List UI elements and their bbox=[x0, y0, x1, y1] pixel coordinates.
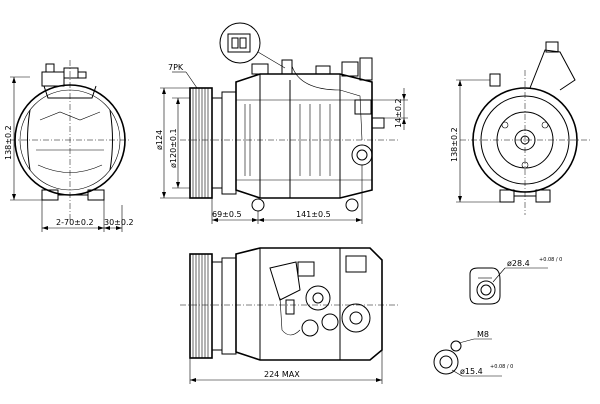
max-length-label: 224 MAX bbox=[264, 370, 300, 379]
span-a-label: 69±0.5 bbox=[212, 210, 242, 219]
port-large-label: ø28.4 bbox=[507, 259, 530, 268]
front-view: 138±0.2 bbox=[450, 41, 590, 215]
boss-offset-label: 14±0.2 bbox=[394, 98, 403, 128]
bottom-dim-a-label: 2-70±0.2 bbox=[56, 218, 94, 227]
pulley-dia-label: ø124 bbox=[155, 130, 164, 150]
side-height-label: 138±0.2 bbox=[4, 125, 13, 160]
port-details: ø28.4 +0.08 / 0 M8 ø15.4 +0.08 / 0 bbox=[433, 257, 562, 377]
port-small-label: ø15.4 bbox=[460, 367, 483, 376]
bottom-dim-b-label: 30±0.2 bbox=[104, 218, 134, 227]
bottom-view: 224 MAX bbox=[180, 247, 400, 384]
pulley-dia-b-label: ø120±0.1 bbox=[169, 128, 178, 168]
top-main-view: 7PK ø124 ø120±0.1 14±0.2 69±0.5 141±0.5 bbox=[155, 22, 408, 224]
span-b-label: 141±0.5 bbox=[296, 210, 331, 219]
left-side-view: 138±0.2 2-70±0.2 30±0.2 bbox=[4, 60, 134, 232]
port-large-tol-label: +0.08 / 0 bbox=[539, 257, 562, 263]
thread-label: M8 bbox=[477, 330, 489, 339]
front-height-label: 138±0.2 bbox=[450, 127, 459, 162]
pulley-type-label: 7PK bbox=[168, 63, 184, 72]
port-small-tol-label: +0.08 / 0 bbox=[490, 364, 513, 370]
